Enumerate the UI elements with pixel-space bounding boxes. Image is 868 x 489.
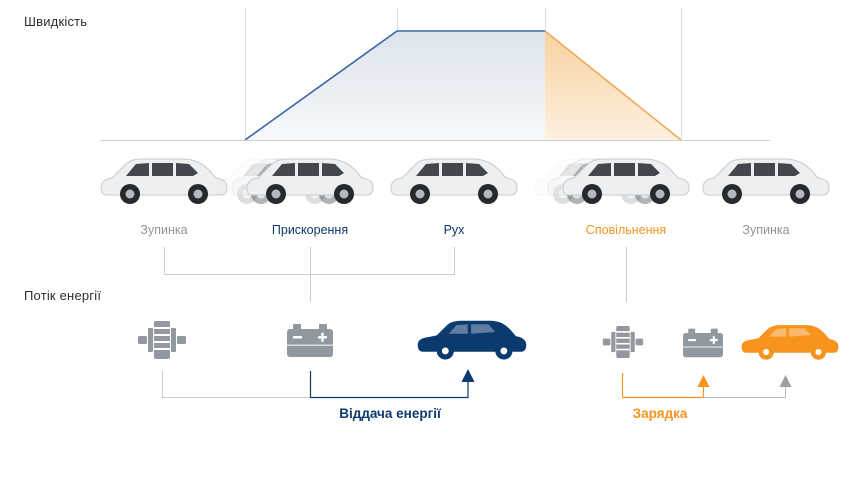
car-icon [701,150,831,208]
car-icon [389,150,519,208]
car-icon [99,150,229,208]
car-photo-motion [389,150,519,208]
car-photo-deceleration [561,150,691,208]
stage-stop-1: Зупинка [99,150,229,237]
stage-deceleration: Сповільнення [561,150,691,237]
output-line-gray [162,371,310,398]
stage-label-deceleration: Сповільнення [585,223,667,237]
car-silhouette-orange-icon [740,318,840,363]
arrow-up-to-car-gray [779,375,792,387]
speed-curve-orange [544,30,682,141]
energy-output-caption: Віддача енергії [339,406,441,421]
stage-acceleration: Прискорення [245,150,375,237]
stage-label-stop-2: Зупинка [742,223,790,237]
charging-line-orange [621,373,705,399]
car-photo-acceleration [245,150,375,208]
stage-label-stop-1: Зупинка [140,223,188,237]
stage-motion: Рух [389,150,519,237]
output-line-blue [309,371,469,399]
stage-stop-2: Зупинка [701,150,831,237]
arrow-up-to-car-blue [461,369,475,382]
speed-area-acceleration-motion [245,31,545,140]
speed-axis-label: Швидкість [24,14,88,29]
energy-flow-label: Потік енергії [24,288,102,303]
car-silhouette-blue-icon [416,313,528,363]
speed-curve-blue [244,30,545,141]
generator-icon [601,321,645,363]
car-icon [561,150,691,208]
arrow-up-to-battery-orange [697,375,710,387]
generator-icon [136,315,188,365]
car-photo-stop-1 [99,150,229,208]
top-bracket-left [164,247,455,302]
stage-label-motion: Рух [443,223,465,237]
car-photo-stop-2 [701,150,831,208]
stage-label-acceleration: Прискорення [271,223,349,237]
charging-line-gray [703,386,786,398]
battery-icon [682,326,724,359]
charging-caption: Зарядка [632,406,688,421]
battery-icon [286,321,334,359]
speed-chart [100,8,770,141]
car-icon [245,150,375,208]
